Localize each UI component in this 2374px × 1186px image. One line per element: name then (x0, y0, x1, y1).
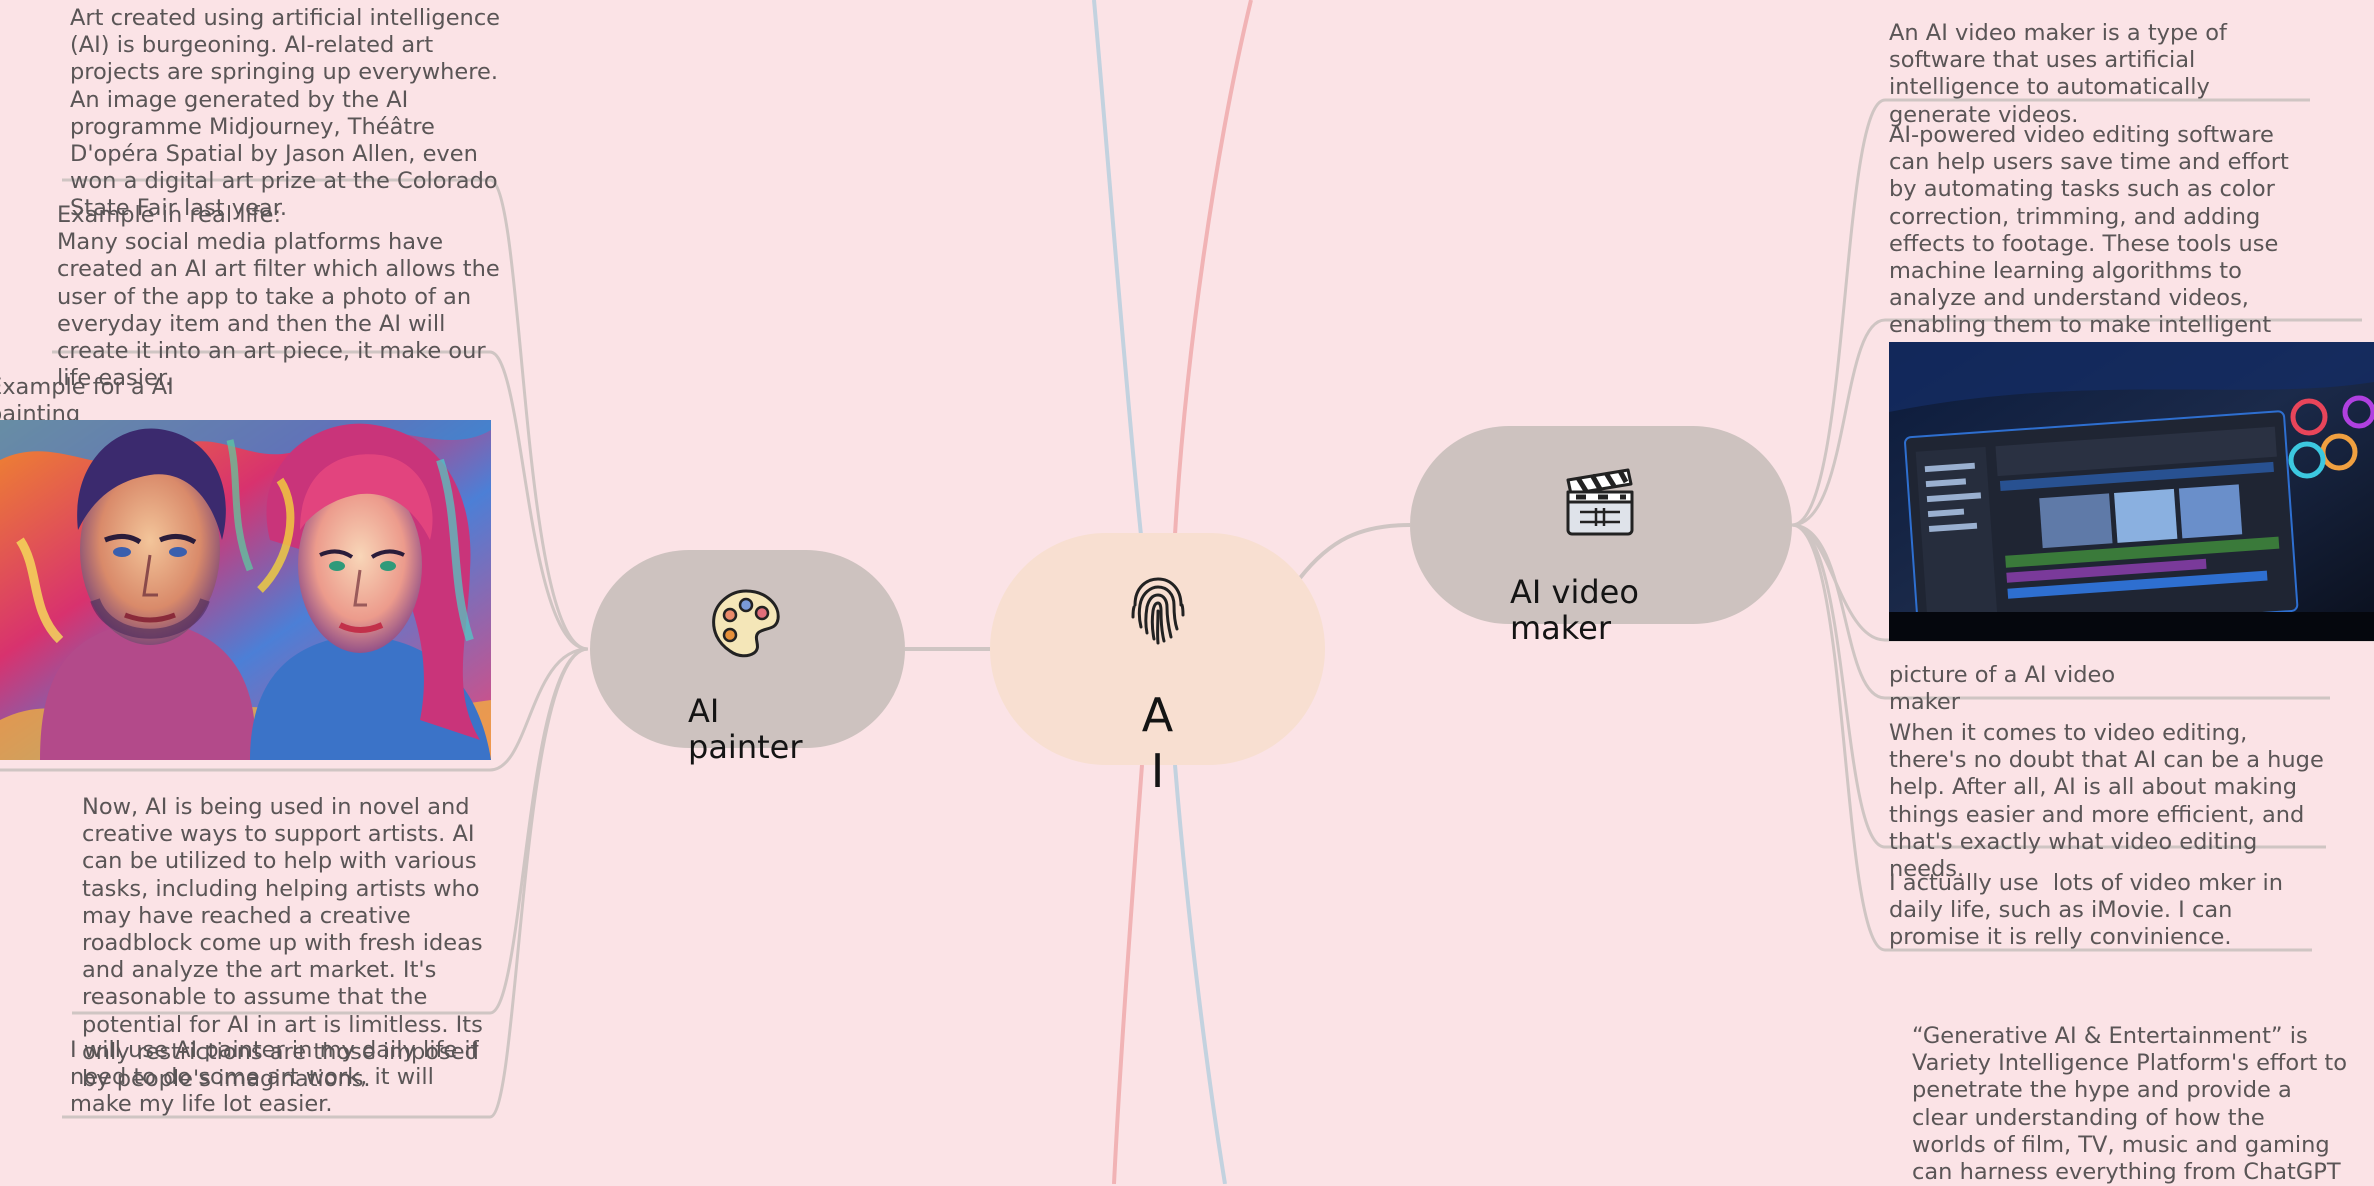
connector-left-note-2 (52, 350, 589, 651)
left-note-intro: Art created using artificial intelligenc… (70, 5, 501, 222)
video-editor-image (1889, 342, 2374, 641)
right-note-daily-use: I actually use lots of video mker in dai… (1889, 870, 2283, 951)
connector-left-note-5 (62, 647, 589, 1119)
fingerprint-icon (1131, 577, 1185, 645)
ai-painter-title: AI painter (688, 692, 803, 766)
connector-right-note-6 (1791, 523, 2312, 952)
background-curve-blue (1092, 0, 1143, 536)
connector-left-image (0, 647, 589, 772)
center-node[interactable]: A I (990, 533, 1325, 798)
right-note-video-editing-software: AI-powered video editing software can he… (1889, 122, 2289, 339)
right-note-image-caption: picture of a AI video maker (1889, 662, 2116, 716)
connector-right-note-2 (1791, 318, 2362, 527)
center-title: A I (1141, 688, 1174, 798)
left-note-support-artists: Now, AI is being used in novel and creat… (82, 794, 483, 1093)
right-note-generative-ai-entertainment: “Generative AI & Entertainment” is Varie… (1912, 1023, 2348, 1186)
ai-video-maker-title: AI video maker (1510, 573, 1639, 647)
left-note-image-caption: Example for a AI painting (0, 374, 174, 428)
clapperboard-icon (1566, 468, 1634, 536)
connector-right-note-1 (1791, 98, 2310, 527)
background-curve-blue-bottom (1173, 764, 1227, 1184)
connector-right-note-4 (1791, 523, 2330, 700)
background-curve-pink-bottom (1112, 764, 1144, 1184)
portrait-painting-illustration (0, 420, 491, 760)
left-note-daily-use: I will use AI painter in my daily life i… (70, 1037, 479, 1118)
left-note-example-real-life: Example in real life: Many social media … (57, 202, 500, 392)
ai-video-maker-node[interactable]: AI video maker (1410, 426, 1792, 646)
connector-center-video (1298, 523, 1411, 580)
connector-right-note-5 (1791, 523, 2326, 849)
video-editor-illustration (1889, 342, 2374, 641)
right-note-definition: An AI video maker is a type of software … (1889, 20, 2227, 128)
connector-left-note-1 (62, 178, 589, 651)
ai-painting-image (0, 420, 491, 760)
palette-icon (712, 589, 780, 658)
right-note-video-editing-help: When it comes to video editing, there's … (1889, 720, 2324, 883)
ai-painter-node[interactable]: AI painter (590, 550, 905, 765)
background-curve-pink (1173, 0, 1253, 536)
